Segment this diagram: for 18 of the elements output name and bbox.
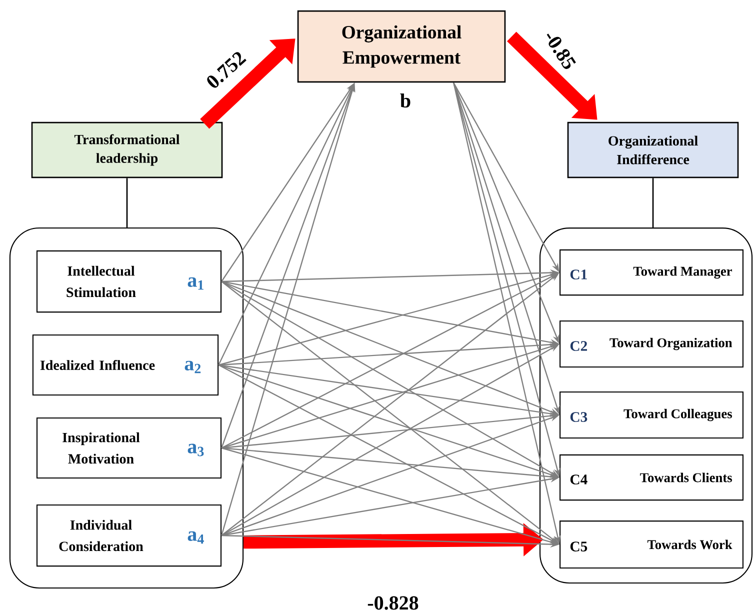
construct-box: Transformational leadership — [31, 122, 223, 178]
construct-box: Organizational Empowerment — [297, 10, 506, 83]
dimension-box: Intellectual Stimulation a$_{1}$ — [36, 250, 222, 313]
coefficient-label: -0.828 — [368, 596, 418, 610]
dimension-box: C5 Towards Work — [560, 520, 744, 568]
dimension-box: C3 Toward Colleagues — [560, 391, 744, 439]
dimension-box: Inspirational Motivation a$_{3}$ — [36, 417, 222, 479]
dimension-box: Idealized Influence a$_{2}$ — [32, 334, 219, 396]
dimension-box: C1 Toward Manager — [560, 249, 744, 296]
dimension-box: Individual Consideration a$_{4}$ — [36, 504, 222, 567]
connector-line — [652, 178, 654, 228]
dimension-box: C4 Towards Clients — [560, 454, 744, 501]
group-frame — [9, 227, 244, 589]
path-label: b — [400, 93, 410, 108]
connector-line — [126, 178, 128, 228]
group-frame — [539, 228, 753, 584]
construct-box: Organizational Indifference — [567, 122, 739, 178]
dimension-box: C2 Toward Organization — [560, 320, 744, 368]
